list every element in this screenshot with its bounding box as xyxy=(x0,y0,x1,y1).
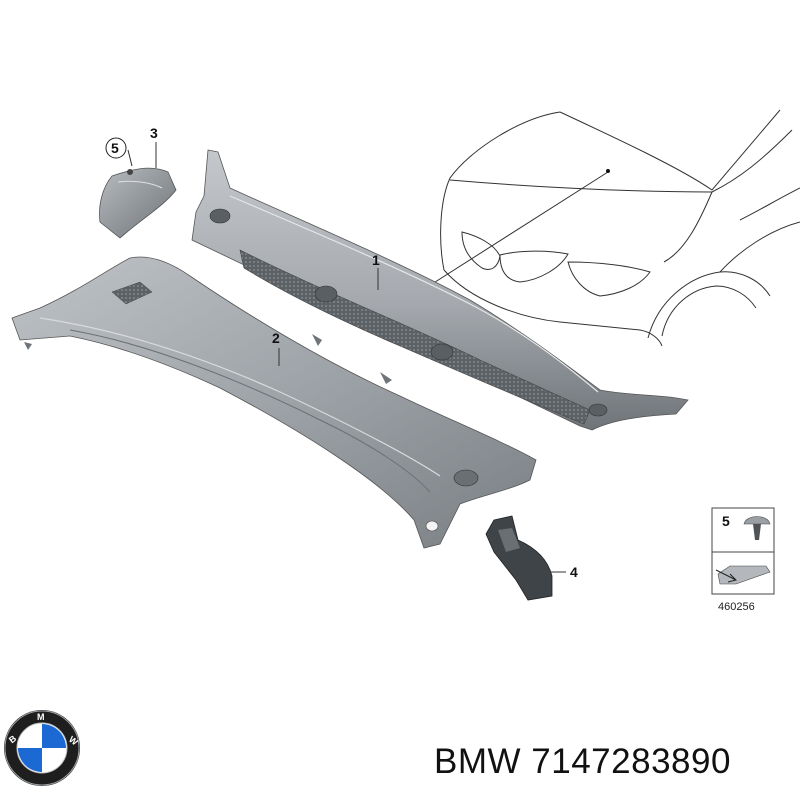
arrow-icon xyxy=(715,569,737,583)
car-leader-dot xyxy=(606,169,610,173)
svg-text:M: M xyxy=(37,712,45,722)
svg-text:B: B xyxy=(7,733,19,745)
bracket-part-3 xyxy=(99,167,177,239)
water-tray-part xyxy=(11,256,537,549)
callout-leaders xyxy=(127,142,566,573)
part-caption: BMW 7147283890 xyxy=(434,738,794,786)
brand-name: BMW xyxy=(434,742,522,781)
callout-5-circle xyxy=(105,137,127,159)
part-number: 7147283890 xyxy=(531,742,731,781)
callout-3: 3 xyxy=(150,125,158,141)
clip-stem-icon xyxy=(753,524,761,540)
mounting-panel-icon xyxy=(717,565,771,585)
duct-part-4 xyxy=(485,515,553,601)
legend-callout-5: 5 xyxy=(722,513,730,529)
legend-ref-number: 460256 xyxy=(718,601,755,613)
callout-1: 1 xyxy=(372,252,380,268)
cowl-cover-part xyxy=(191,149,689,431)
callout-2: 2 xyxy=(272,330,280,346)
callout-4: 4 xyxy=(570,564,578,580)
clip-icon xyxy=(743,516,771,525)
bmw-logo: B M W xyxy=(4,710,80,786)
car-front-outline xyxy=(440,109,800,347)
fastener-legend: 5 460256 xyxy=(711,507,775,613)
car-leader-line xyxy=(409,171,609,299)
callout-5: 5 xyxy=(111,140,119,156)
